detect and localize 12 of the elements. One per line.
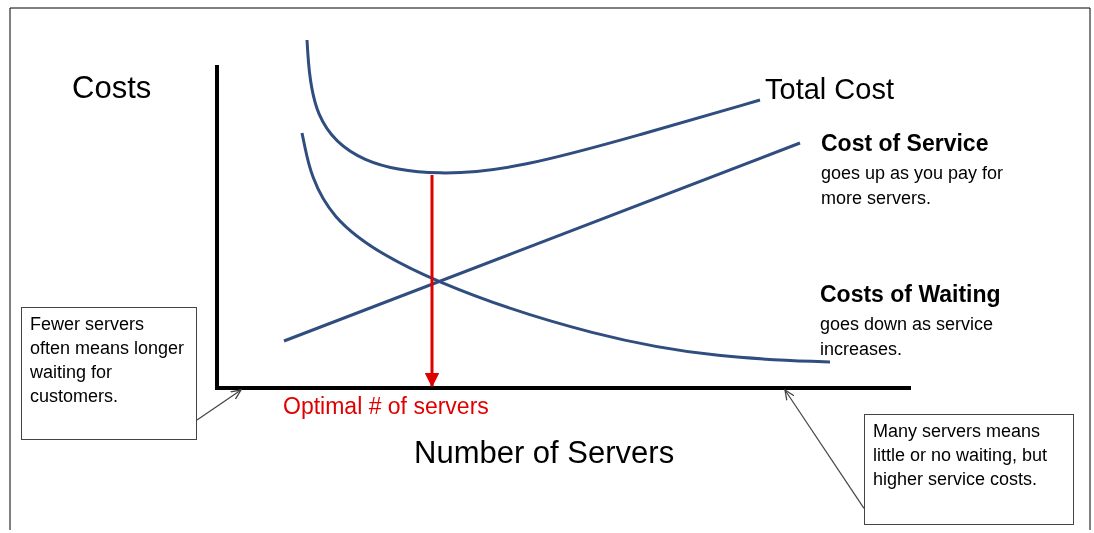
curve-label: Total Cost <box>765 73 894 106</box>
curve-label: Costs of Waiting <box>820 281 1001 308</box>
leader-arrow <box>784 389 865 509</box>
callout-box: Fewer servers often means longer waiting for customers. <box>21 307 197 440</box>
curve-description: goes down as service increases. <box>820 313 995 361</box>
axis-title: Costs <box>72 70 152 106</box>
optimal-point-label: Optimal # of servers <box>283 393 489 420</box>
curve-label: Cost of Service <box>821 130 989 157</box>
callout-box: Many servers means little or no waiting, but higher service costs. <box>864 414 1074 525</box>
curve-description: goes up as you pay for more servers. <box>821 162 1005 210</box>
leader-arrow <box>196 389 242 421</box>
axis-title: Number of Servers <box>414 435 675 471</box>
